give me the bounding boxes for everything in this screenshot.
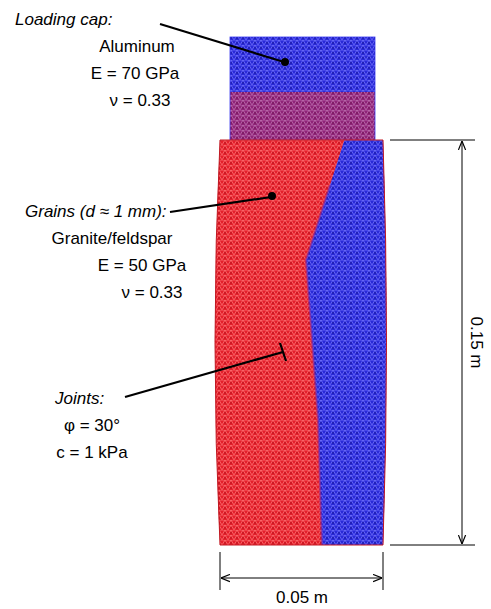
dimension-label: 0.15 m — [468, 316, 485, 368]
property-label: Aluminum — [99, 38, 175, 55]
property-label: ν = 0.33 — [122, 284, 183, 301]
dimension-label: 0.05 m — [276, 589, 328, 606]
dimension-lines — [220, 140, 475, 590]
property-label: φ = 30° — [64, 417, 120, 434]
property-label: ν = 0.33 — [110, 92, 171, 109]
granular-specimen — [200, 138, 400, 548]
property-label: E = 50 GPa — [98, 257, 186, 274]
property-label: E = 70 GPa — [91, 65, 179, 82]
callout-heading: Grains (d ≈ 1 mm): — [25, 203, 167, 220]
property-label: c = 1 kPa — [56, 444, 127, 461]
callout-heading: Joints: — [55, 390, 104, 407]
callout-heading: Loading cap: — [15, 11, 112, 28]
property-label: Granite/feldspar — [52, 230, 173, 247]
